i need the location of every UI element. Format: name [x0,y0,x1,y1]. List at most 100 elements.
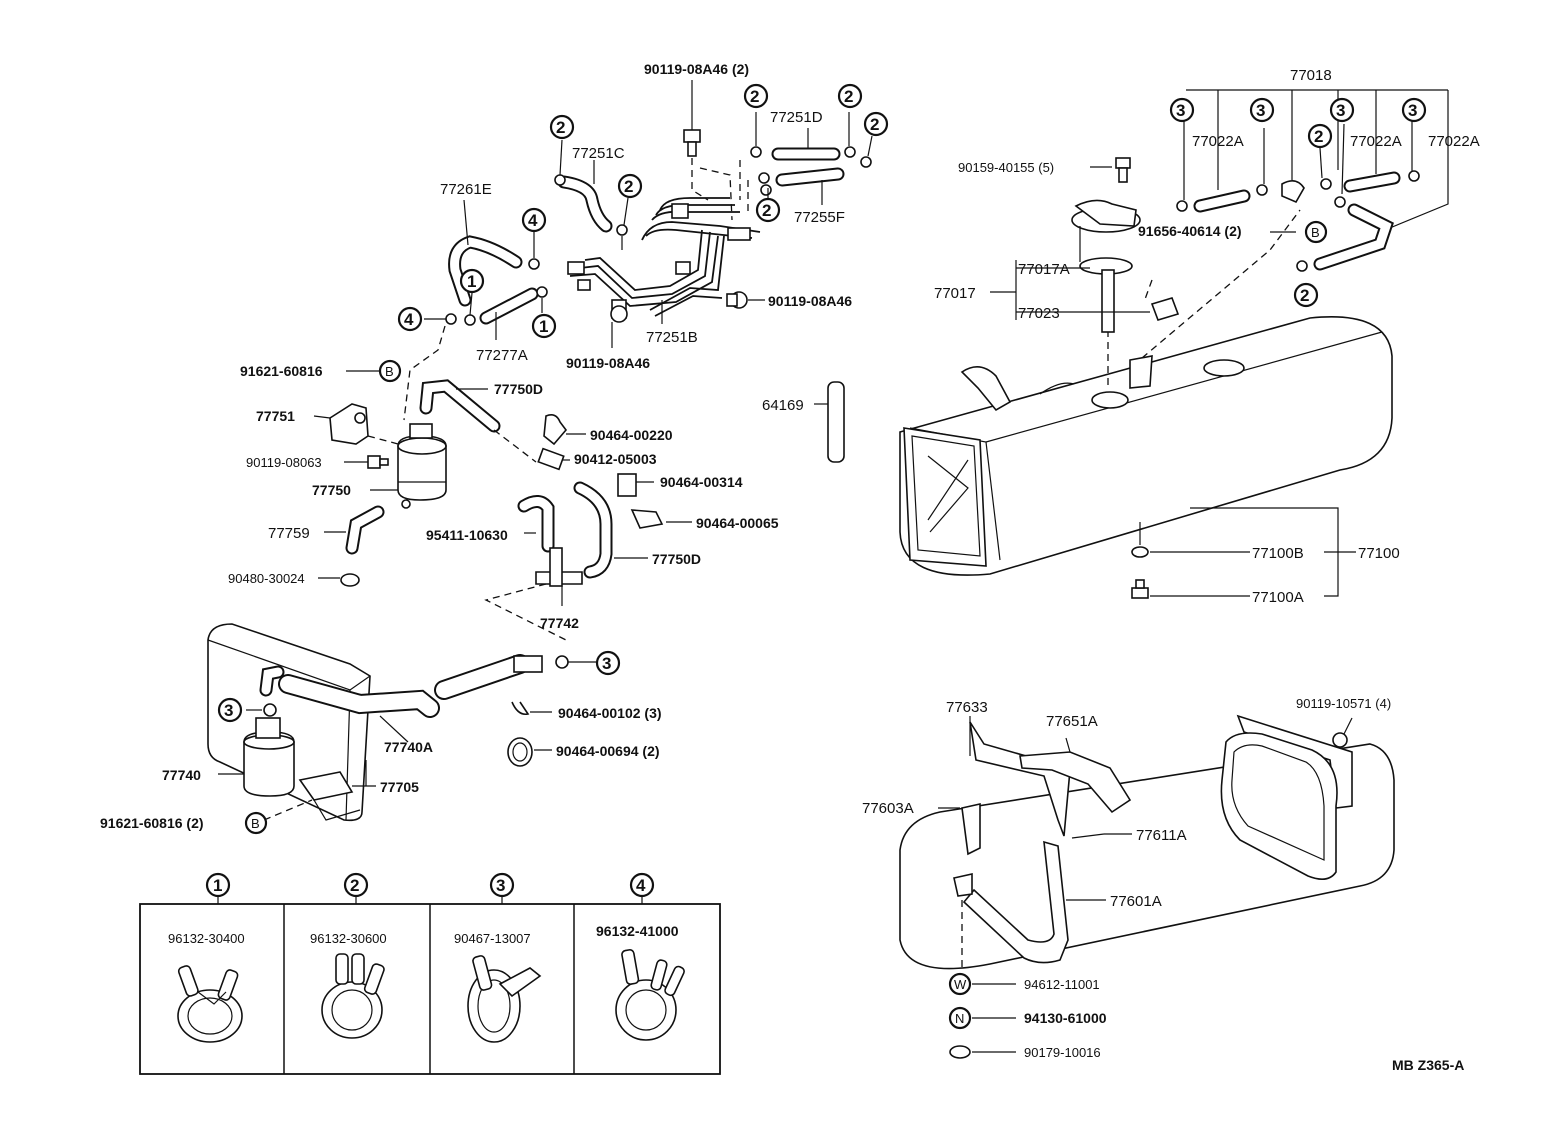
clamp-legend-table: 1 2 3 4 96132-30400 96132-30600 90467-13… [139,872,721,1075]
vent-hose-group [1176,89,1449,272]
svg-text:3: 3 [1256,101,1265,120]
svg-text:4: 4 [528,211,538,230]
marker-3: 3 [1249,97,1275,123]
label-90119-08A46-right: 90119-08A46 [768,293,852,309]
svg-text:2: 2 [1314,127,1323,146]
label-77255F: 77255F [794,209,845,226]
label-77740A: 77740A [384,739,433,755]
main-fuel-tank [899,316,1393,599]
sub-tank-pump-assembly [207,623,596,822]
legend-marker-1: 1 [205,872,231,898]
legend-marker-2: 2 [343,872,369,898]
fuel-line-assembly [403,80,873,421]
label-77603A: 77603A [862,800,914,817]
marker-2: 2 [837,83,863,109]
svg-text:2: 2 [844,87,853,106]
label-95411-10630: 95411-10630 [426,527,508,543]
vent-hose-64169 [814,381,845,463]
marker-3: 3 [1329,97,1355,123]
marker-3: 3 [1169,97,1195,123]
label-77277A: 77277A [476,347,528,364]
svg-text:N: N [955,1011,964,1026]
label-77261E: 77261E [440,181,492,198]
label-64169: 64169 [762,397,804,414]
sender-gauge-assembly [990,157,1301,389]
marker-W: W [948,972,972,996]
marker-2: 2 [617,173,643,199]
svg-text:B: B [251,816,260,831]
label-77611A: 77611A [1136,827,1187,844]
marker-3: 3 [1401,97,1427,123]
label-90464-00314: 90464-00314 [660,474,743,490]
label-77251C: 77251C [572,145,625,162]
label-91621-60816: 91621-60816 [240,363,323,379]
label-77100: 77100 [1358,545,1400,562]
svg-text:2: 2 [624,177,633,196]
label-77742: 77742 [540,615,579,631]
hose-clamp-icon [615,949,685,1041]
marker-B: B [244,811,268,835]
label-77022A-3: 77022A [1428,133,1480,150]
marker-B: B [378,359,402,383]
legend-part-4: 96132-41000 [596,923,679,939]
label-77251D: 77251D [770,109,823,126]
legend-part-2: 96132-30600 [310,931,387,946]
label-90464-00694: 90464-00694 (2) [556,743,660,759]
marker-4: 4 [521,207,547,233]
label-90119-08A46-bottom: 90119-08A46 [566,355,650,371]
svg-text:3: 3 [496,876,505,895]
svg-text:2: 2 [870,115,879,134]
label-77751: 77751 [256,408,295,424]
label-77018: 77018 [1290,67,1332,84]
diagram-code: MB Z365-A [1392,1057,1464,1073]
label-90464-00220: 90464-00220 [590,427,673,443]
label-77759: 77759 [268,525,310,542]
label-77750D-top: 77750D [494,381,543,397]
label-77651A: 77651A [1046,713,1098,730]
label-77705: 77705 [380,779,419,795]
label-77601A: 77601A [1110,893,1162,910]
bolt-icon [683,129,701,157]
label-77023: 77023 [1018,305,1060,322]
label-77633: 77633 [946,699,988,716]
circled-markers: 2 2 2 2 2 2 4 1 1 4 B 3 3 B 3 3 3 3 2 B … [217,83,1427,1030]
marker-2: 2 [743,83,769,109]
svg-text:4: 4 [404,310,414,329]
label-77022A-2: 77022A [1350,133,1402,150]
svg-text:B: B [385,364,394,379]
marker-1: 1 [531,313,557,339]
filter-assembly [313,370,692,641]
label-77017: 77017 [934,285,976,302]
svg-text:3: 3 [224,701,233,720]
label-77251B: 77251B [646,329,698,346]
marker-2: 2 [863,111,889,137]
legend-marker-3: 3 [489,872,515,898]
label-77740: 77740 [162,767,201,783]
marker-1: 1 [459,268,485,294]
svg-text:3: 3 [602,654,611,673]
label-90159-40155: 90159-40155 (5) [958,160,1054,175]
label-94130-61000: 94130-61000 [1024,1010,1107,1026]
label-77750D-bottom: 77750D [652,551,701,567]
label-90464-00065: 90464-00065 [696,515,779,531]
legend-marker-4: 4 [629,872,655,898]
label-77100A: 77100A [1252,589,1304,606]
label-90480-30024: 90480-30024 [228,571,305,586]
marker-B: B [1304,220,1328,244]
part-number-labels: 90119-08A46 (2) 77251D 77251C 77261E 772… [100,61,1480,1073]
svg-text:1: 1 [539,317,548,336]
legend-part-1: 96132-30400 [168,931,245,946]
svg-text:1: 1 [213,876,222,895]
marker-3: 3 [217,697,243,723]
label-77750: 77750 [312,482,351,498]
marker-4: 4 [397,306,423,332]
marker-2: 2 [1307,123,1333,149]
marker-2: 2 [755,197,781,223]
legend-part-3: 90467-13007 [454,931,531,946]
label-94612-11001: 94612-11001 [1024,977,1100,992]
tank-mounting-straps [899,714,1395,1059]
hose-clamp-icon [321,953,385,1039]
label-90119-08A46-2: 90119-08A46 (2) [644,61,749,77]
label-77100B: 77100B [1252,545,1304,562]
